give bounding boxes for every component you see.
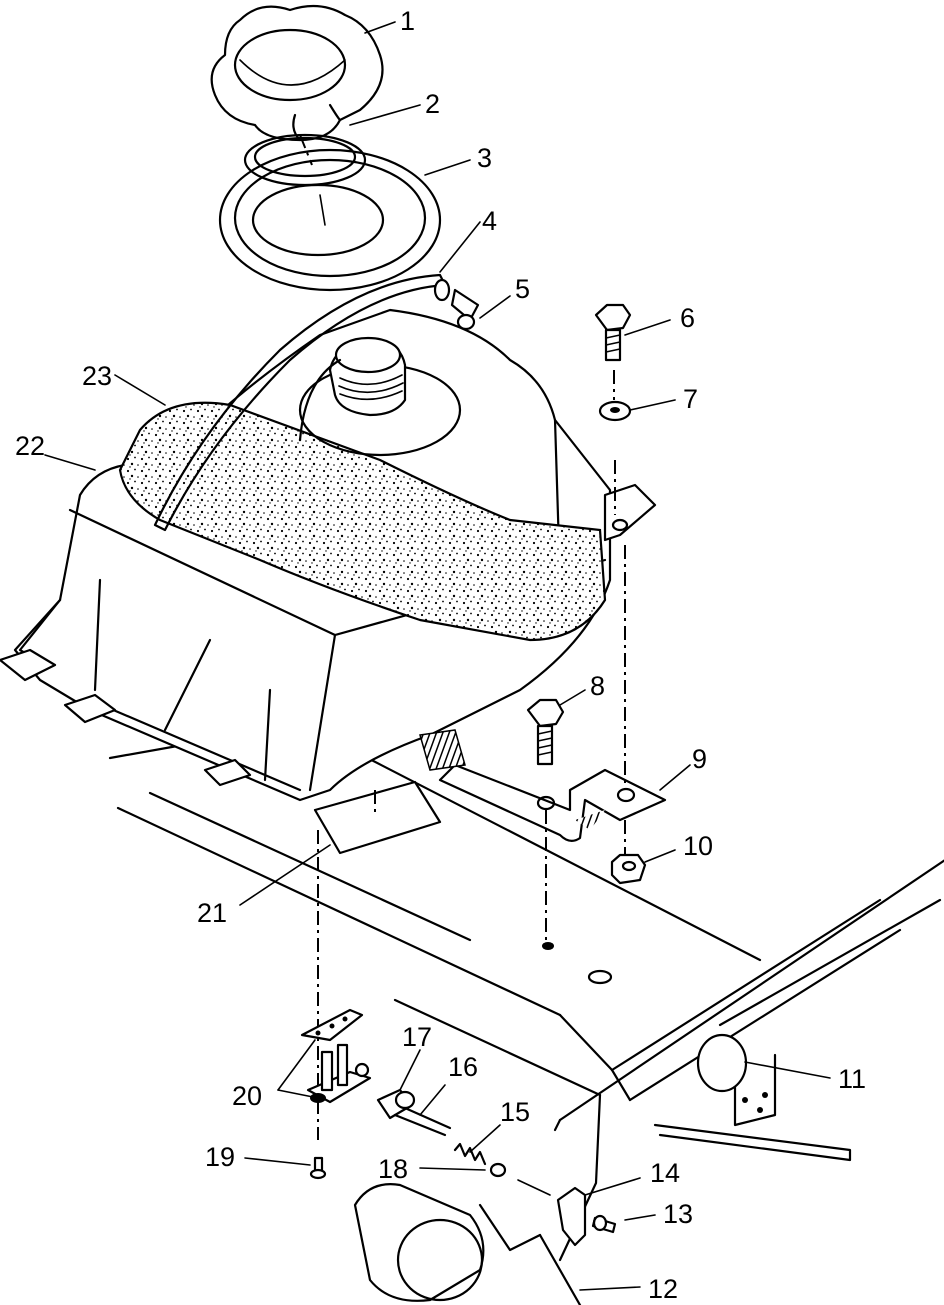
bracket-part [419, 729, 667, 842]
callout-10: 10 [683, 831, 713, 861]
screw-lower-part [309, 1156, 327, 1180]
bolt-lower-part [526, 698, 565, 766]
seal-part [489, 1162, 507, 1178]
callout-labels: 1 2 3 4 5 6 7 8 9 10 11 12 13 14 15 16 1… [15, 6, 866, 1304]
vent-fitting-part [450, 288, 480, 331]
bolt-upper-part [594, 303, 632, 362]
callout-16: 16 [448, 1052, 478, 1082]
callout-11: 11 [838, 1064, 866, 1094]
bumper-part [353, 1183, 485, 1302]
callout-13: 13 [663, 1199, 693, 1229]
gasket-part [218, 148, 442, 292]
plate-part [556, 1186, 587, 1247]
callout-3: 3 [477, 143, 492, 173]
callout-12: 12 [648, 1274, 678, 1304]
callout-17: 17 [402, 1022, 432, 1052]
callout-8: 8 [590, 671, 605, 701]
callout-20: 20 [232, 1081, 262, 1111]
grommet-part [696, 1033, 748, 1093]
callout-4: 4 [482, 206, 497, 236]
gas-cap-part [210, 4, 384, 142]
fuel-valve-part [300, 1008, 372, 1104]
callout-15: 15 [500, 1097, 530, 1127]
callout-5: 5 [515, 274, 530, 304]
callout-1: 1 [400, 6, 415, 36]
callout-6: 6 [680, 303, 695, 333]
callout-14: 14 [650, 1158, 680, 1188]
heat-shield-part [313, 780, 442, 855]
nut-part [610, 853, 647, 885]
callout-22: 22 [15, 431, 45, 461]
valve-lever-part [376, 1088, 452, 1137]
callout-21: 21 [197, 898, 227, 928]
callout-19: 19 [205, 1142, 235, 1172]
washer-upper-part [598, 400, 632, 422]
callout-7: 7 [683, 384, 698, 414]
spring-part [453, 1142, 487, 1166]
callout-9: 9 [692, 744, 707, 774]
screw-part [591, 1214, 617, 1234]
vent-hose-part [153, 273, 451, 532]
callout-2: 2 [425, 89, 440, 119]
frame [108, 740, 944, 1305]
leader-lines [44, 21, 831, 1291]
callout-18: 18 [378, 1154, 408, 1184]
callout-23: 23 [82, 361, 112, 391]
